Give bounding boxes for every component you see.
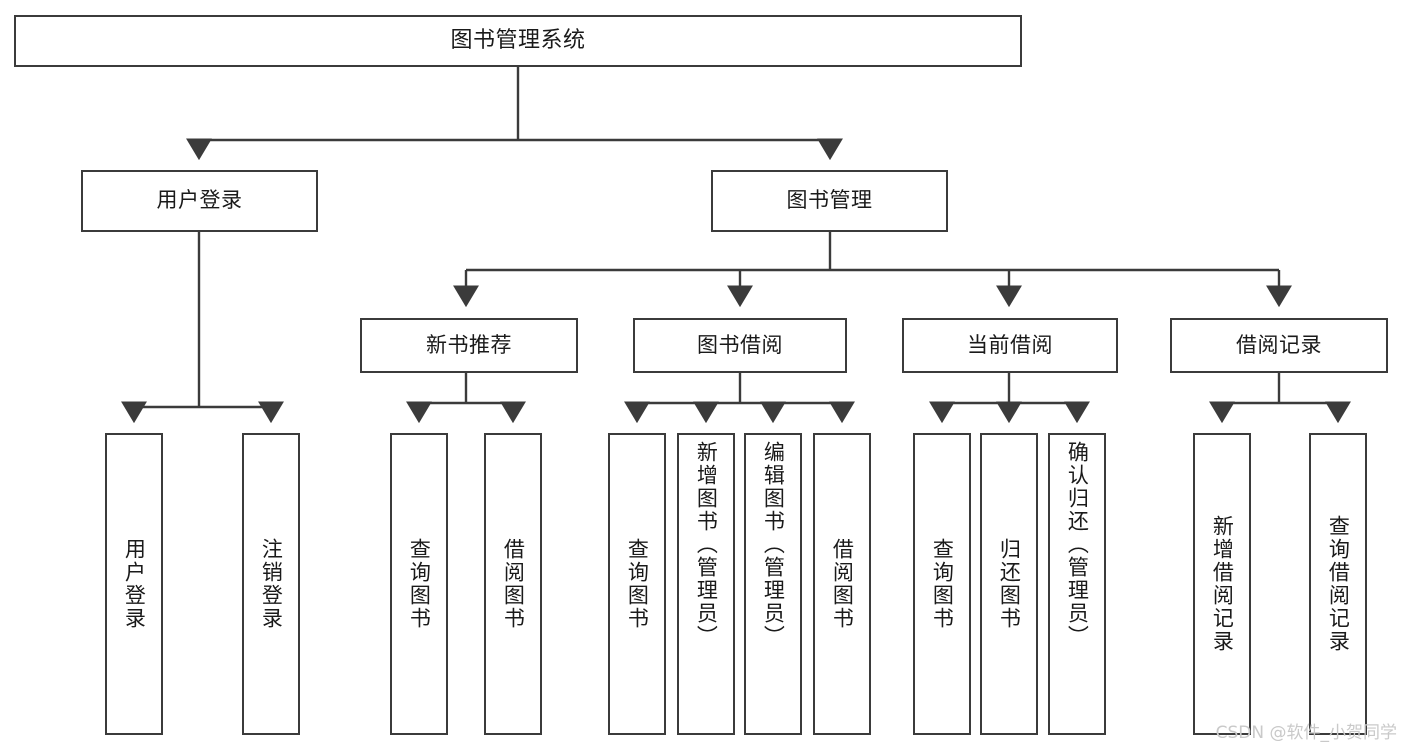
node-label: 借阅记录 — [1236, 332, 1322, 357]
node-new-book-recommend[interactable]: 新书推荐 — [360, 318, 578, 373]
node-label: 编辑图书（管理员） — [761, 441, 786, 648]
node-label: 注销登录 — [259, 538, 284, 630]
node-borrow-record[interactable]: 借阅记录 — [1170, 318, 1388, 373]
node-label: 查询图书 — [407, 538, 432, 630]
node-label: 查询图书 — [930, 538, 955, 630]
node-label: 当前借阅 — [967, 332, 1053, 357]
node-label: 用户登录 — [122, 538, 147, 630]
node-label: 用户登录 — [156, 188, 243, 213]
node-leaf-add-book-admin[interactable]: 新增图书（管理员） — [677, 433, 735, 735]
csdn-watermark: CSDN @软件_小贺同学 — [1215, 723, 1397, 743]
node-label: 图书管理 — [786, 188, 873, 213]
node-label: 查询图书 — [625, 538, 650, 630]
node-label: 确认归还（管理员） — [1065, 441, 1090, 648]
node-leaf-query-book-3[interactable]: 查询图书 — [913, 433, 971, 735]
node-label: 借阅图书 — [830, 538, 855, 630]
node-label: 图书借阅 — [697, 332, 783, 357]
node-label: 借阅图书 — [501, 538, 526, 630]
node-leaf-edit-book-admin[interactable]: 编辑图书（管理员） — [744, 433, 802, 735]
node-leaf-query-book-1[interactable]: 查询图书 — [390, 433, 448, 735]
node-leaf-borrow-book-2[interactable]: 借阅图书 — [813, 433, 871, 735]
node-label: 查询借阅记录 — [1326, 515, 1351, 653]
node-leaf-confirm-return-admin[interactable]: 确认归还（管理员） — [1048, 433, 1106, 735]
node-label: 图书管理系统 — [450, 27, 586, 53]
node-leaf-add-borrow-record[interactable]: 新增借阅记录 — [1193, 433, 1251, 735]
node-book-management[interactable]: 图书管理 — [711, 170, 948, 232]
node-leaf-logout-login[interactable]: 注销登录 — [242, 433, 300, 735]
node-leaf-user-login[interactable]: 用户登录 — [105, 433, 163, 735]
node-user-login[interactable]: 用户登录 — [81, 170, 318, 232]
node-leaf-query-borrow-record[interactable]: 查询借阅记录 — [1309, 433, 1367, 735]
node-label: 新书推荐 — [426, 332, 512, 357]
node-leaf-query-book-2[interactable]: 查询图书 — [608, 433, 666, 735]
node-book-borrow[interactable]: 图书借阅 — [633, 318, 847, 373]
node-label: 归还图书 — [997, 538, 1022, 630]
node-label: 新增图书（管理员） — [694, 441, 719, 648]
node-current-borrow[interactable]: 当前借阅 — [902, 318, 1118, 373]
node-label: 新增借阅记录 — [1210, 515, 1235, 653]
node-leaf-return-book[interactable]: 归还图书 — [980, 433, 1038, 735]
node-leaf-borrow-book-1[interactable]: 借阅图书 — [484, 433, 542, 735]
node-root-book-management-system[interactable]: 图书管理系统 — [14, 15, 1022, 67]
